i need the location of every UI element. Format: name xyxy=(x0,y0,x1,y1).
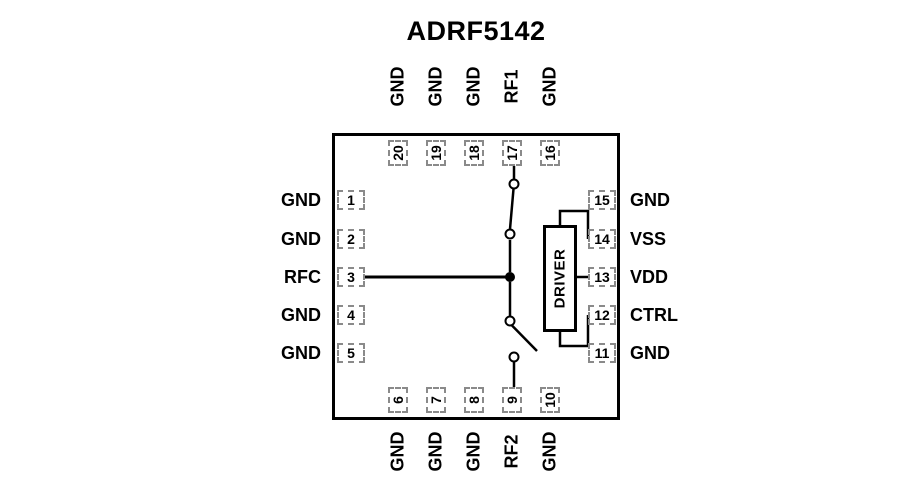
pin-number: 15 xyxy=(594,192,610,208)
pin-label-11: GND xyxy=(630,343,670,363)
pin-label-7: GND xyxy=(421,421,451,481)
pin-label-5: GND xyxy=(281,343,321,363)
pin-number: 9 xyxy=(503,396,520,404)
pin-label-1: GND xyxy=(281,190,321,210)
pin-number: 18 xyxy=(465,145,482,161)
pin-label-9: RF2 xyxy=(497,421,527,481)
pin-box-13: 13 xyxy=(588,267,616,287)
pin-number: 8 xyxy=(465,396,482,404)
pin-number: 14 xyxy=(594,231,610,247)
pin-box-9: 9 xyxy=(502,387,522,413)
contact-circle-rf1-lower xyxy=(504,228,516,240)
pin-label-6: GND xyxy=(383,421,413,481)
pole-junction-dot xyxy=(505,272,515,282)
pin-label-12: CTRL xyxy=(630,305,678,325)
pin-box-5: 5 xyxy=(337,343,365,363)
pin-label-text: RF1 xyxy=(501,68,522,104)
pin-label-text: GND xyxy=(425,66,446,106)
pin-number: 19 xyxy=(427,145,444,161)
pin-label-19: GND xyxy=(421,56,451,116)
contact-circle-rf1-upper xyxy=(508,178,520,190)
pin-box-3: 3 xyxy=(337,267,365,287)
pin-number: 11 xyxy=(594,345,610,361)
pin-label-4: GND xyxy=(281,305,321,325)
driver-block: DRIVER xyxy=(543,225,577,332)
pin-number: 17 xyxy=(503,145,520,161)
contact-circle-rf2-upper xyxy=(504,315,516,327)
pin-label-16: GND xyxy=(535,56,565,116)
pin-box-2: 2 xyxy=(337,229,365,249)
pin-label-text: GND xyxy=(387,66,408,106)
pin-box-15: 15 xyxy=(588,190,616,210)
switch-arm-rf2-open xyxy=(511,324,538,352)
pin-box-18: 18 xyxy=(464,140,484,166)
pin-number: 12 xyxy=(594,307,610,323)
pin-number: 3 xyxy=(347,269,355,285)
pin-box-11: 11 xyxy=(588,343,616,363)
switch-arm-rf1 xyxy=(508,188,515,230)
pin-label-text: RF2 xyxy=(501,433,522,469)
pin-label-2: GND xyxy=(281,229,321,249)
pin-label-20: GND xyxy=(383,56,413,116)
pin-box-14: 14 xyxy=(588,229,616,249)
driver-ctrl-wire xyxy=(558,315,590,348)
pin-box-20: 20 xyxy=(388,140,408,166)
pin-label-3: RFC xyxy=(284,267,321,287)
pin-number: 7 xyxy=(427,396,444,404)
chip-title: ADRF5142 xyxy=(406,16,546,46)
pin-label-text: GND xyxy=(539,431,560,471)
pin-number: 6 xyxy=(389,396,406,404)
pin-label-text: GND xyxy=(539,66,560,106)
pin-label-13: VDD xyxy=(630,267,669,287)
pin-number: 4 xyxy=(347,307,355,323)
pin-label-17: RF1 xyxy=(497,56,527,116)
pin-label-text: GND xyxy=(463,66,484,106)
pin-box-17: 17 xyxy=(502,140,522,166)
pin-label-text: GND xyxy=(387,431,408,471)
pin-number: 5 xyxy=(347,345,355,361)
pin-label-8: GND xyxy=(459,421,489,481)
pin-label-text: GND xyxy=(425,431,446,471)
pin-box-1: 1 xyxy=(337,190,365,210)
pin-box-7: 7 xyxy=(426,387,446,413)
driver-label: DRIVER xyxy=(551,248,569,309)
pin-box-10: 10 xyxy=(540,387,560,413)
pin-number: 1 xyxy=(347,192,355,208)
pin-number: 13 xyxy=(594,269,610,285)
pin-label-text: GND xyxy=(463,431,484,471)
driver-vss-wire xyxy=(558,209,590,239)
pin-label-18: GND xyxy=(459,56,489,116)
pin-label-10: GND xyxy=(535,421,565,481)
pin-number: 20 xyxy=(389,145,406,161)
pin-box-4: 4 xyxy=(337,305,365,325)
pin-number: 2 xyxy=(347,231,355,247)
pin-box-8: 8 xyxy=(464,387,484,413)
pin-box-6: 6 xyxy=(388,387,408,413)
pin-box-12: 12 xyxy=(588,305,616,325)
pin-number: 16 xyxy=(541,145,558,161)
pin-label-15: GND xyxy=(630,190,670,210)
pin-number: 10 xyxy=(541,392,558,408)
pin-box-19: 19 xyxy=(426,140,446,166)
contact-circle-rf2-lower xyxy=(508,351,520,363)
pin-label-14: VSS xyxy=(630,229,667,249)
pin-box-16: 16 xyxy=(540,140,560,166)
